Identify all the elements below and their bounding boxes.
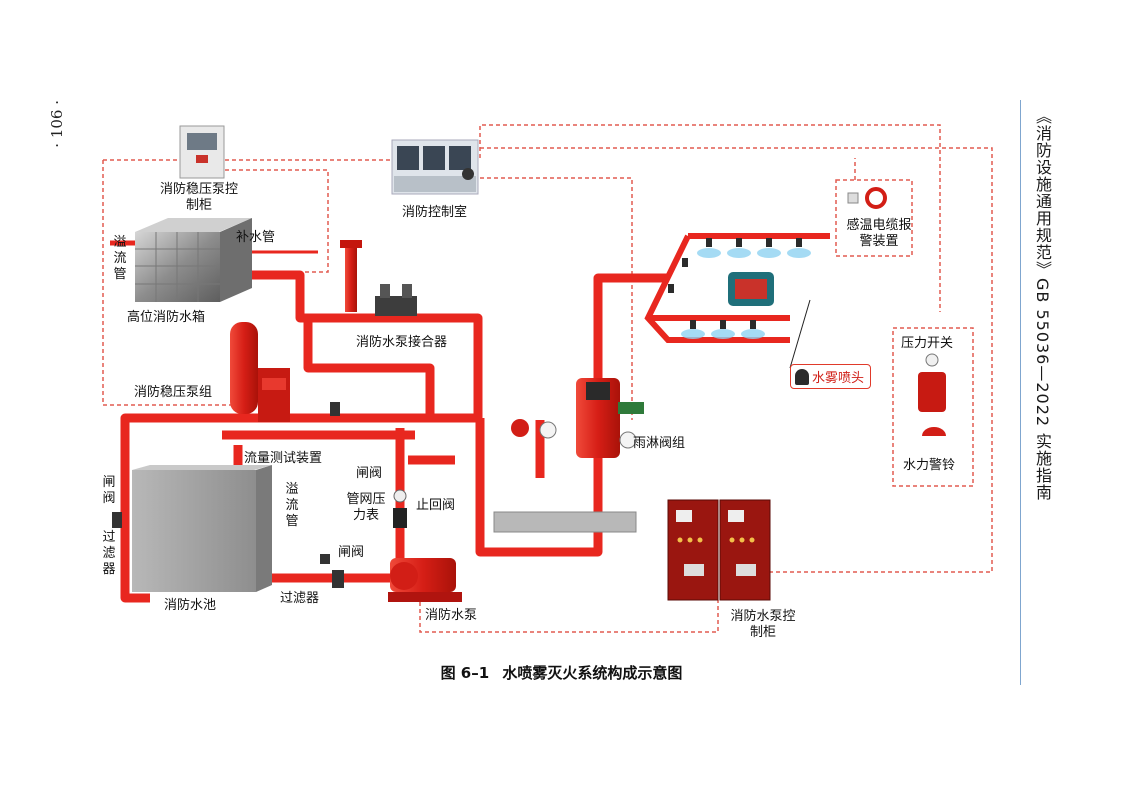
label-gate-valve-pump: 闸阀 [338,545,365,560]
label-gate-valve-mid: 闸阀 [356,466,383,481]
high-level-water-tank [135,218,252,302]
label-stabilizer-cabinet: 消防稳压泵控制柜 [160,182,239,213]
stabilizer-control-cabinet [179,125,225,179]
fire-pool [132,465,272,592]
label-water-bell: 水力警铃 [903,458,956,473]
label-filter-left: 过滤器 [102,530,116,577]
side-divider [1020,100,1021,685]
figure-caption: 图 6–1 水喷雾灭火系统构成示意图 [0,662,1123,683]
label-high-tank: 高位消防水箱 [127,310,206,325]
side-title: 《消防设施通用规范》GB 55036—2022 实施指南 [1033,108,1052,502]
label-stabilizer-group: 消防稳压泵组 [134,385,213,400]
protected-area [644,233,830,369]
nozzle-icon [795,368,809,385]
label-deluge-valve: 雨淋阀组 [633,436,686,451]
deluge-valve-group [511,378,644,458]
label-overflow-pipe-pool: 溢流管 [285,482,299,529]
caption-figure-number: 图 6–1 [440,664,490,682]
pressure-switch-box [892,327,974,487]
caption-text: 水喷雾灭火系统构成示意图 [502,664,683,682]
pump-control-cabinet [667,499,771,601]
drain-tray [493,511,637,533]
label-makeup-pipe: 补水管 [236,230,276,245]
label-gate-valve-left: 闸阀 [102,475,116,506]
label-pump-cabinet: 消防水泵控制柜 [730,609,796,640]
label-check-valve: 止回阀 [416,498,456,513]
label-control-room: 消防控制室 [402,205,468,220]
label-network-gauge: 管网压力表 [346,492,386,523]
label-pool: 消防水池 [164,598,217,613]
signal-lines [102,124,993,633]
label-filter-bottom: 过滤器 [280,591,320,606]
pump-adapter [340,240,417,316]
water-mist-nozzle-callout: 水雾喷头 [790,364,872,389]
stabilizer-pump-group [230,322,290,422]
label-heat-cable: 感温电缆报警装置 [846,218,912,249]
fire-control-room [391,139,479,195]
label-pressure-switch: 压力开关 [901,336,954,351]
label-fire-pump: 消防水泵 [425,608,478,623]
heat-cable-alarm-box [835,179,913,257]
label-flow-test: 流量测试装置 [244,451,323,466]
label-overflow-pipe-top: 溢流管 [113,235,127,282]
label-pump-adapter: 消防水泵接合器 [356,335,448,350]
valves-and-gauges [112,402,407,588]
label-water-mist-nozzle: 水雾喷头 [812,371,865,386]
fire-pump [388,558,462,602]
